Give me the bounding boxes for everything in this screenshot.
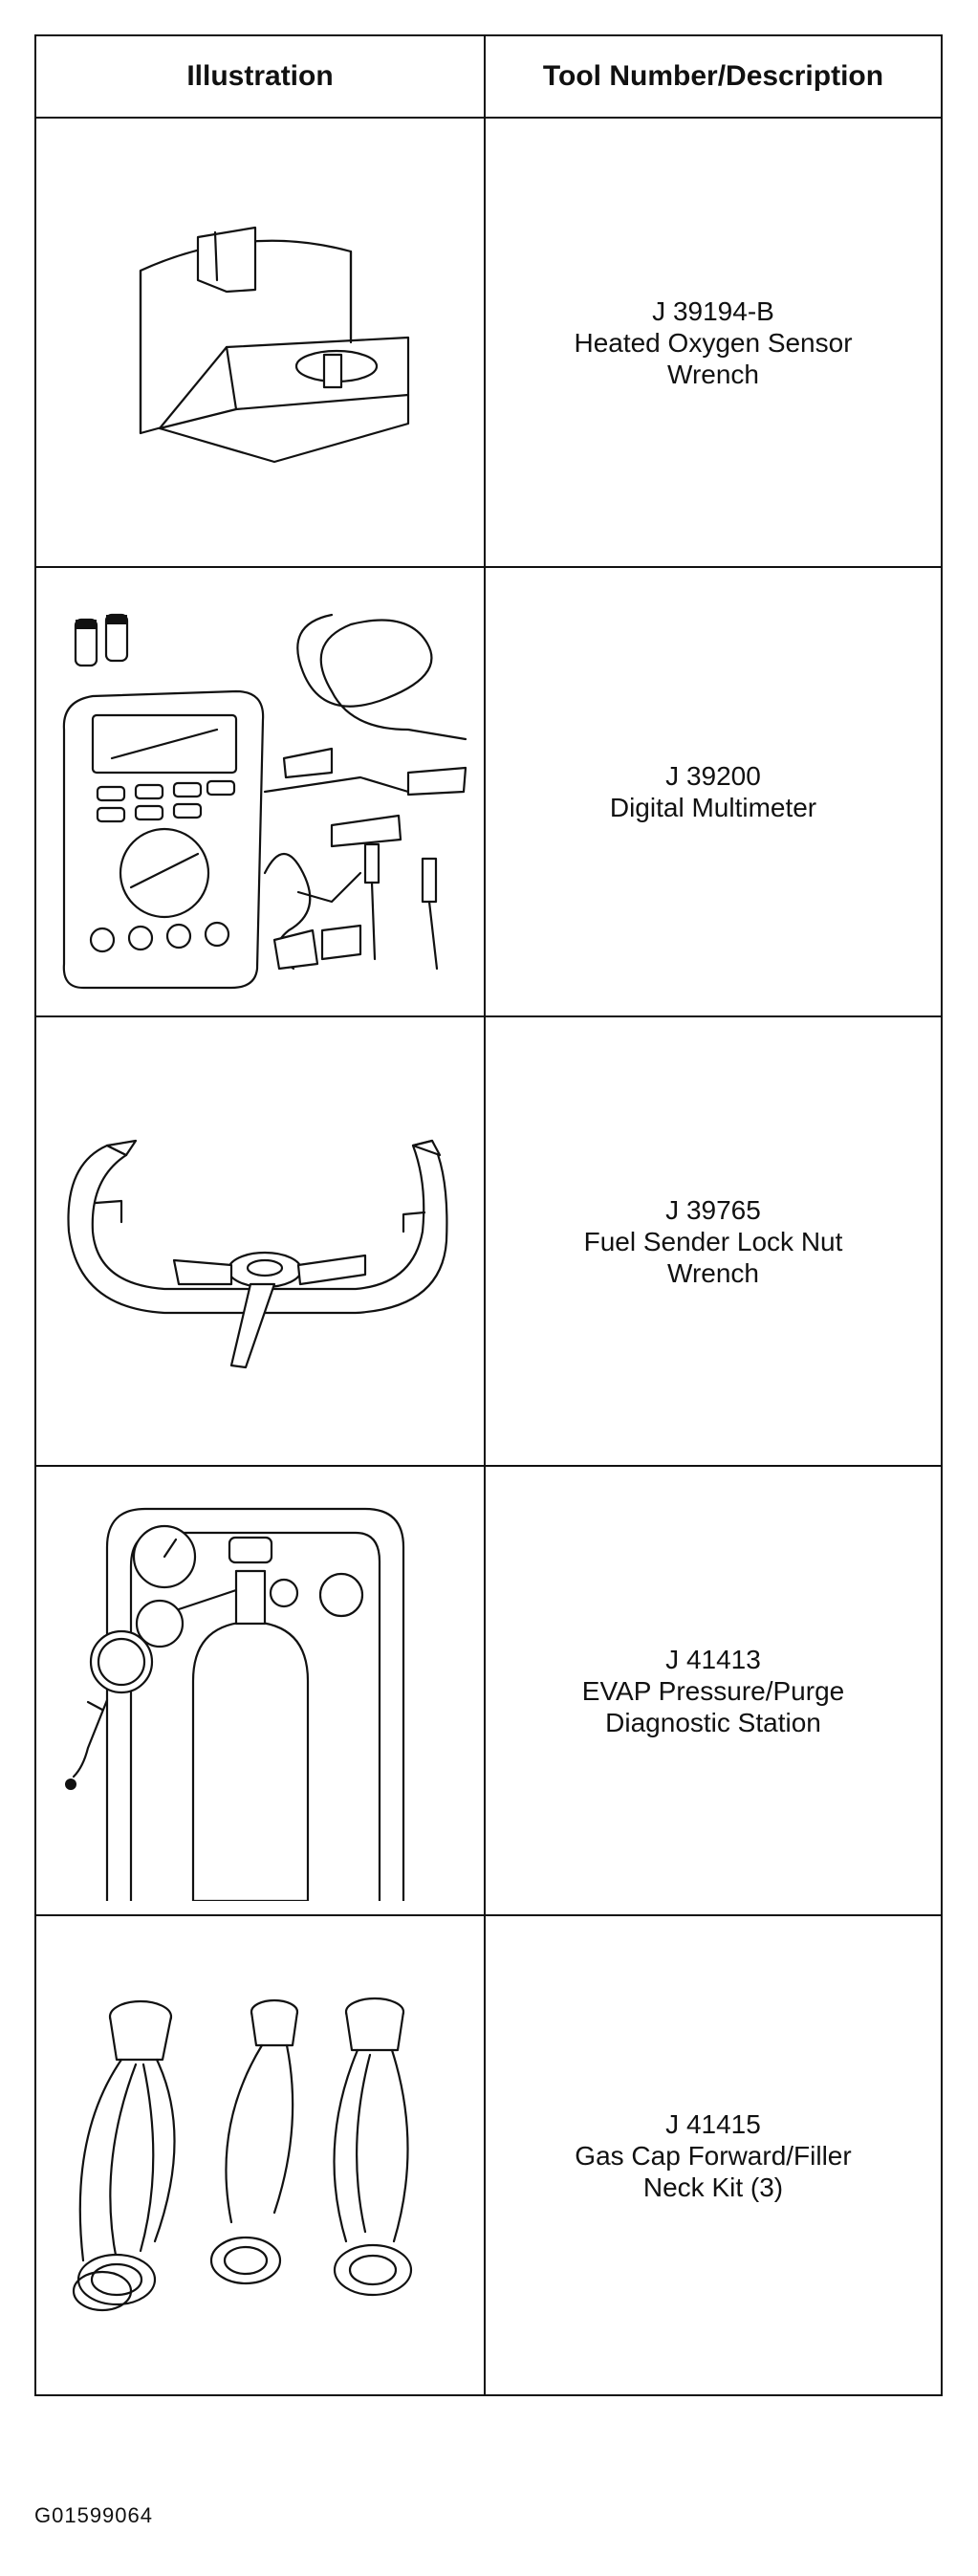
tool-number: J 41415 — [665, 2108, 761, 2139]
tool-table: Illustration Tool Number/Description — [34, 34, 943, 2396]
lock-nut-wrench-icon — [67, 1139, 448, 1369]
tool-description-line: Diagnostic Station — [605, 1707, 821, 1737]
description-cell: J 41413 EVAP Pressure/Purge Diagnostic S… — [484, 1465, 943, 1916]
header-illustration: Illustration — [34, 34, 486, 119]
tool-description-line: Fuel Sender Lock Nut — [583, 1226, 843, 1256]
tool-description-line: Heated Oxygen Sensor — [574, 327, 853, 358]
description-cell: J 39200 Digital Multimeter — [484, 566, 943, 1017]
figure-code: G01599064 — [34, 2503, 153, 2527]
tool-description-line: Gas Cap Forward/Filler — [575, 2140, 852, 2171]
digital-multimeter-icon — [62, 613, 467, 990]
table-row: J 39765 Fuel Sender Lock Nut Wrench — [34, 1015, 943, 1467]
tool-table-sheet: Illustration Tool Number/Description — [34, 34, 943, 2396]
tool-description-line: Wrench — [667, 359, 759, 389]
tool-description-line: Digital Multimeter — [609, 793, 817, 822]
header-tool-number-description: Tool Number/Description — [484, 34, 943, 119]
table-row: J 41413 EVAP Pressure/Purge Diagnostic S… — [34, 1465, 943, 1916]
illustration-cell — [34, 566, 486, 1017]
table-row: J 39200 Digital Multimeter — [34, 566, 943, 1017]
illustration-cell — [34, 1015, 486, 1467]
illustration-cell — [34, 1465, 486, 1916]
tool-number: J 39200 — [665, 761, 761, 791]
tool-number: J 39765 — [665, 1194, 761, 1225]
evap-station-icon — [65, 1507, 405, 1901]
filler-neck-kit-icon — [72, 1997, 413, 2312]
table-header-row: Illustration Tool Number/Description — [34, 34, 943, 119]
illustration-cell — [34, 1914, 486, 2396]
table-row: J 41415 Gas Cap Forward/Filler Neck Kit … — [34, 1914, 943, 2396]
illustration-cell — [34, 117, 486, 568]
tool-description-line: Wrench — [667, 1257, 759, 1288]
description-cell: J 41415 Gas Cap Forward/Filler Neck Kit … — [484, 1914, 943, 2396]
tool-number: J 41413 — [665, 1644, 761, 1674]
tool-description-line: Neck Kit (3) — [642, 2172, 784, 2202]
oxygen-sensor-wrench-icon — [139, 226, 410, 464]
description-cell: J 39765 Fuel Sender Lock Nut Wrench — [484, 1015, 943, 1467]
tool-description-line: EVAP Pressure/Purge — [581, 1675, 845, 1706]
table-row: J 39194-B Heated Oxygen Sensor Wrench — [34, 117, 943, 568]
tool-number: J 39194-B — [652, 295, 774, 326]
description-cell: J 39194-B Heated Oxygen Sensor Wrench — [484, 117, 943, 568]
